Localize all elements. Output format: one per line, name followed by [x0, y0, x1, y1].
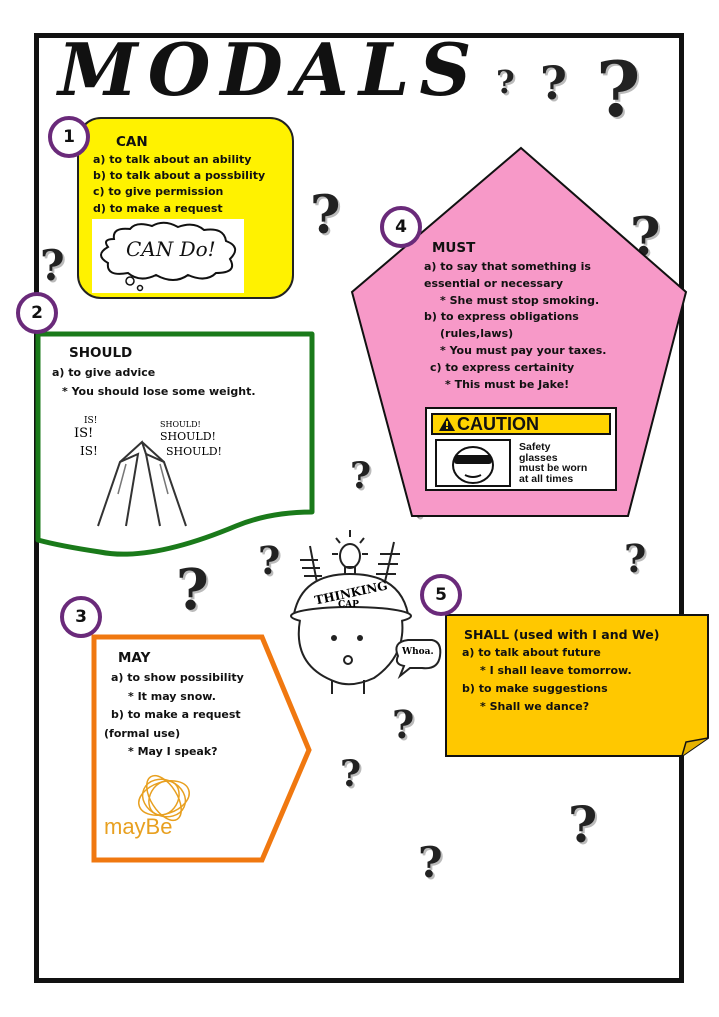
can-heading: CAN	[116, 134, 148, 150]
page-title: MODALS	[58, 27, 482, 112]
cartoon-text-should: SHOULD!	[160, 430, 216, 443]
can-do-image: CAN Do!	[92, 219, 244, 293]
must-line: * You must pay your taxes.	[440, 344, 607, 357]
must-line: essential or necessary	[424, 277, 564, 290]
should-cartoon-image: IS! IS! IS! SHOULD! SHOULD! SHOULD!	[68, 414, 222, 532]
cap-text: CAP	[338, 600, 359, 610]
must-line: (rules,laws)	[440, 327, 514, 340]
badge-1: 1	[48, 116, 90, 158]
question-mark-icon: ?	[596, 45, 641, 134]
may-line: (formal use)	[104, 727, 181, 740]
caution-text: glasses	[519, 451, 558, 464]
can-line: d) to make a request	[93, 202, 223, 215]
question-mark-icon: ?	[568, 795, 598, 854]
maybe-logo: mayBe	[104, 774, 214, 840]
speech-bubble-text: Whoa.	[402, 647, 434, 657]
cartoon-text-should: SHOULD!	[160, 420, 201, 429]
may-heading: MAY	[118, 650, 151, 666]
shall-line: b) to make suggestions	[462, 682, 608, 695]
caution-text: must be worn	[519, 462, 588, 474]
can-line: a) to talk about an ability	[93, 153, 252, 166]
cartoon-text-should: SHOULD!	[166, 445, 222, 458]
question-mark-icon: ?	[176, 557, 209, 623]
caution-label: CAUTION	[457, 413, 539, 434]
shall-line: a) to talk about future	[462, 646, 601, 659]
badge-2: 2	[16, 292, 58, 334]
can-line: c) to give permission	[93, 185, 224, 198]
caution-sign: CAUTION Safety glasses must be worn at a…	[425, 407, 617, 491]
caution-text: Safety	[519, 441, 551, 453]
shall-line: * Shall we dance?	[480, 700, 590, 713]
must-line: b) to express obligations	[424, 310, 579, 323]
caution-text: at all times	[519, 472, 574, 485]
question-mark-icon: ?	[40, 241, 65, 290]
should-line: * You should lose some weight.	[62, 385, 256, 398]
must-line: * She must stop smoking.	[440, 294, 600, 307]
may-line: * May I speak?	[128, 745, 218, 758]
badge-4: 4	[380, 206, 422, 248]
may-line: b) to make a request	[111, 708, 241, 721]
question-mark-icon: ?	[496, 63, 515, 101]
safety-glasses-icon	[435, 439, 511, 487]
cartoon-text-is: IS!	[84, 416, 98, 426]
cartoon-text-is: IS!	[74, 426, 94, 441]
shall-line: * I shall leave tomorrow.	[480, 664, 632, 677]
question-mark-icon: ?	[630, 207, 661, 268]
badge-3: 3	[60, 596, 102, 638]
must-line: c) to express certainity	[430, 361, 575, 374]
maybe-logo-text: mayBe	[104, 814, 173, 839]
should-line: a) to give advice	[52, 366, 156, 379]
can-do-text: CAN Do!	[126, 237, 216, 261]
question-mark-icon: ?	[340, 753, 362, 795]
must-heading: MUST	[432, 240, 476, 256]
badge-5: 5	[420, 574, 462, 616]
question-mark-icon: ?	[310, 185, 341, 246]
may-line: a) to show possibility	[111, 671, 244, 684]
question-mark-icon: ?	[392, 702, 415, 747]
question-mark-icon: ?	[418, 838, 443, 887]
thinking-cap-image: THINKING CAP Whoa.	[282, 516, 442, 706]
must-line: * This must be Jake!	[445, 378, 570, 391]
question-mark-icon: ?	[350, 455, 372, 497]
shall-heading: SHALL (used with I and We)	[464, 627, 660, 642]
must-line: a) to say that something is	[424, 260, 591, 273]
can-line: b) to talk about a possbility	[93, 169, 266, 182]
question-mark-icon: ?	[258, 538, 281, 583]
should-heading: SHOULD	[69, 345, 133, 361]
question-mark-icon: ?	[540, 56, 567, 110]
question-mark-icon: ?	[624, 536, 647, 581]
cartoon-text-is: IS!	[80, 444, 98, 458]
may-line: * It may snow.	[128, 690, 216, 703]
